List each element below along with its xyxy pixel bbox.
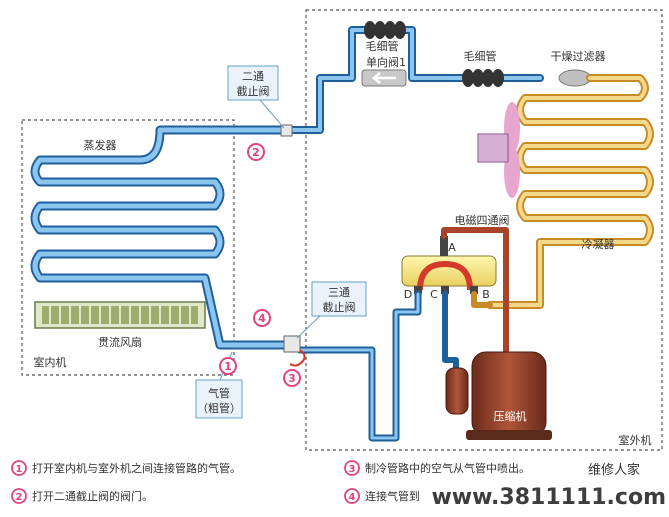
svg-text:2: 2 [16, 492, 23, 503]
check-valve-label: 单向阀1 [366, 55, 406, 69]
svg-text:1: 1 [16, 464, 23, 475]
instruction-item: 4 连接气管到 [344, 488, 420, 504]
instruction-item: 1 打开室内机与室外机之间连接管路的气管。 [11, 460, 241, 476]
gas-pipe-label-1: 气管 [208, 386, 230, 400]
cross-flow-fan [34, 301, 206, 329]
watermark-url: www.3811111.com [431, 485, 666, 510]
reversing-valve-label: 电磁四通阀 [455, 213, 510, 227]
step-2-text: 打开二通截止阀的阀门。 [32, 489, 153, 503]
svg-text:2: 2 [252, 146, 260, 159]
outdoor-fan [477, 102, 520, 198]
compressor-label: 压缩机 [494, 409, 527, 423]
two-way-valve [280, 124, 293, 137]
reversing-valve-pipes [296, 227, 509, 442]
evaporator-label: 蒸发器 [84, 138, 117, 152]
step-3-text: 制冷管路中的空气从气管中喷出。 [365, 461, 530, 475]
check-valve [361, 69, 407, 87]
liquid-line [286, 26, 544, 134]
svg-text:4: 4 [258, 312, 266, 325]
watermark-brand: 维修人家 [588, 462, 640, 478]
indoor-unit-label: 室内机 [34, 355, 67, 369]
capillary-tube-top [364, 21, 406, 39]
watermark: 维修人家 www.3811111.com [431, 462, 666, 510]
port-a-label: A [448, 241, 456, 254]
marker-2: 2 [247, 143, 265, 161]
three-way-valve-callout [296, 281, 367, 339]
marker-3: 3 [283, 369, 301, 387]
port-c-label: C [430, 288, 438, 301]
two-way-valve-callout [227, 65, 285, 129]
three-way-valve [283, 335, 306, 367]
svg-text:3: 3 [288, 372, 296, 385]
two-way-valve-label-1: 二通 [242, 70, 264, 83]
step-4-text: 连接气管到 [365, 489, 420, 503]
condenser-coil [486, 74, 654, 309]
capillary-top-label: 毛细管 [366, 39, 399, 53]
svg-text:1: 1 [224, 360, 232, 373]
gas-pipe-callout [195, 351, 243, 419]
cross-flow-fan-label: 贯流风扇 [98, 335, 142, 349]
three-way-valve-label-2: 截止阀 [323, 300, 356, 314]
port-b-label: B [482, 288, 490, 301]
dryer-filter-label: 干燥过滤器 [551, 50, 606, 63]
evaporator-coil-inner [32, 127, 293, 348]
two-way-valve-label-2: 截止阀 [237, 84, 270, 98]
gas-pipe-label-2: （粗管） [197, 401, 241, 415]
outdoor-unit-boundary [305, 9, 663, 451]
reversing-valve [401, 236, 497, 294]
instruction-item: 3 制冷管路中的空气从气管中喷出。 [344, 460, 530, 476]
port-d-label: D [404, 288, 412, 301]
svg-text:3: 3 [349, 464, 356, 475]
outdoor-unit-label: 室外机 [619, 433, 652, 447]
three-way-valve-label-1: 三通 [328, 286, 350, 299]
compressor [445, 351, 552, 440]
instruction-list: 1 打开室内机与室外机之间连接管路的气管。 2 打开二通截止阀的阀门。 3 制冷… [11, 460, 530, 504]
capillary-tube-right [462, 69, 504, 87]
condenser-label: 冷凝器 [582, 237, 615, 251]
marker-4: 4 [253, 309, 271, 327]
capillary-right-label: 毛细管 [464, 49, 497, 63]
svg-text:4: 4 [349, 492, 356, 503]
marker-1: 1 [219, 357, 237, 375]
instruction-item: 2 打开二通截止阀的阀门。 [11, 488, 153, 504]
indoor-unit-boundary [21, 119, 235, 376]
step-1-text: 打开室内机与室外机之间连接管路的气管。 [32, 461, 241, 475]
